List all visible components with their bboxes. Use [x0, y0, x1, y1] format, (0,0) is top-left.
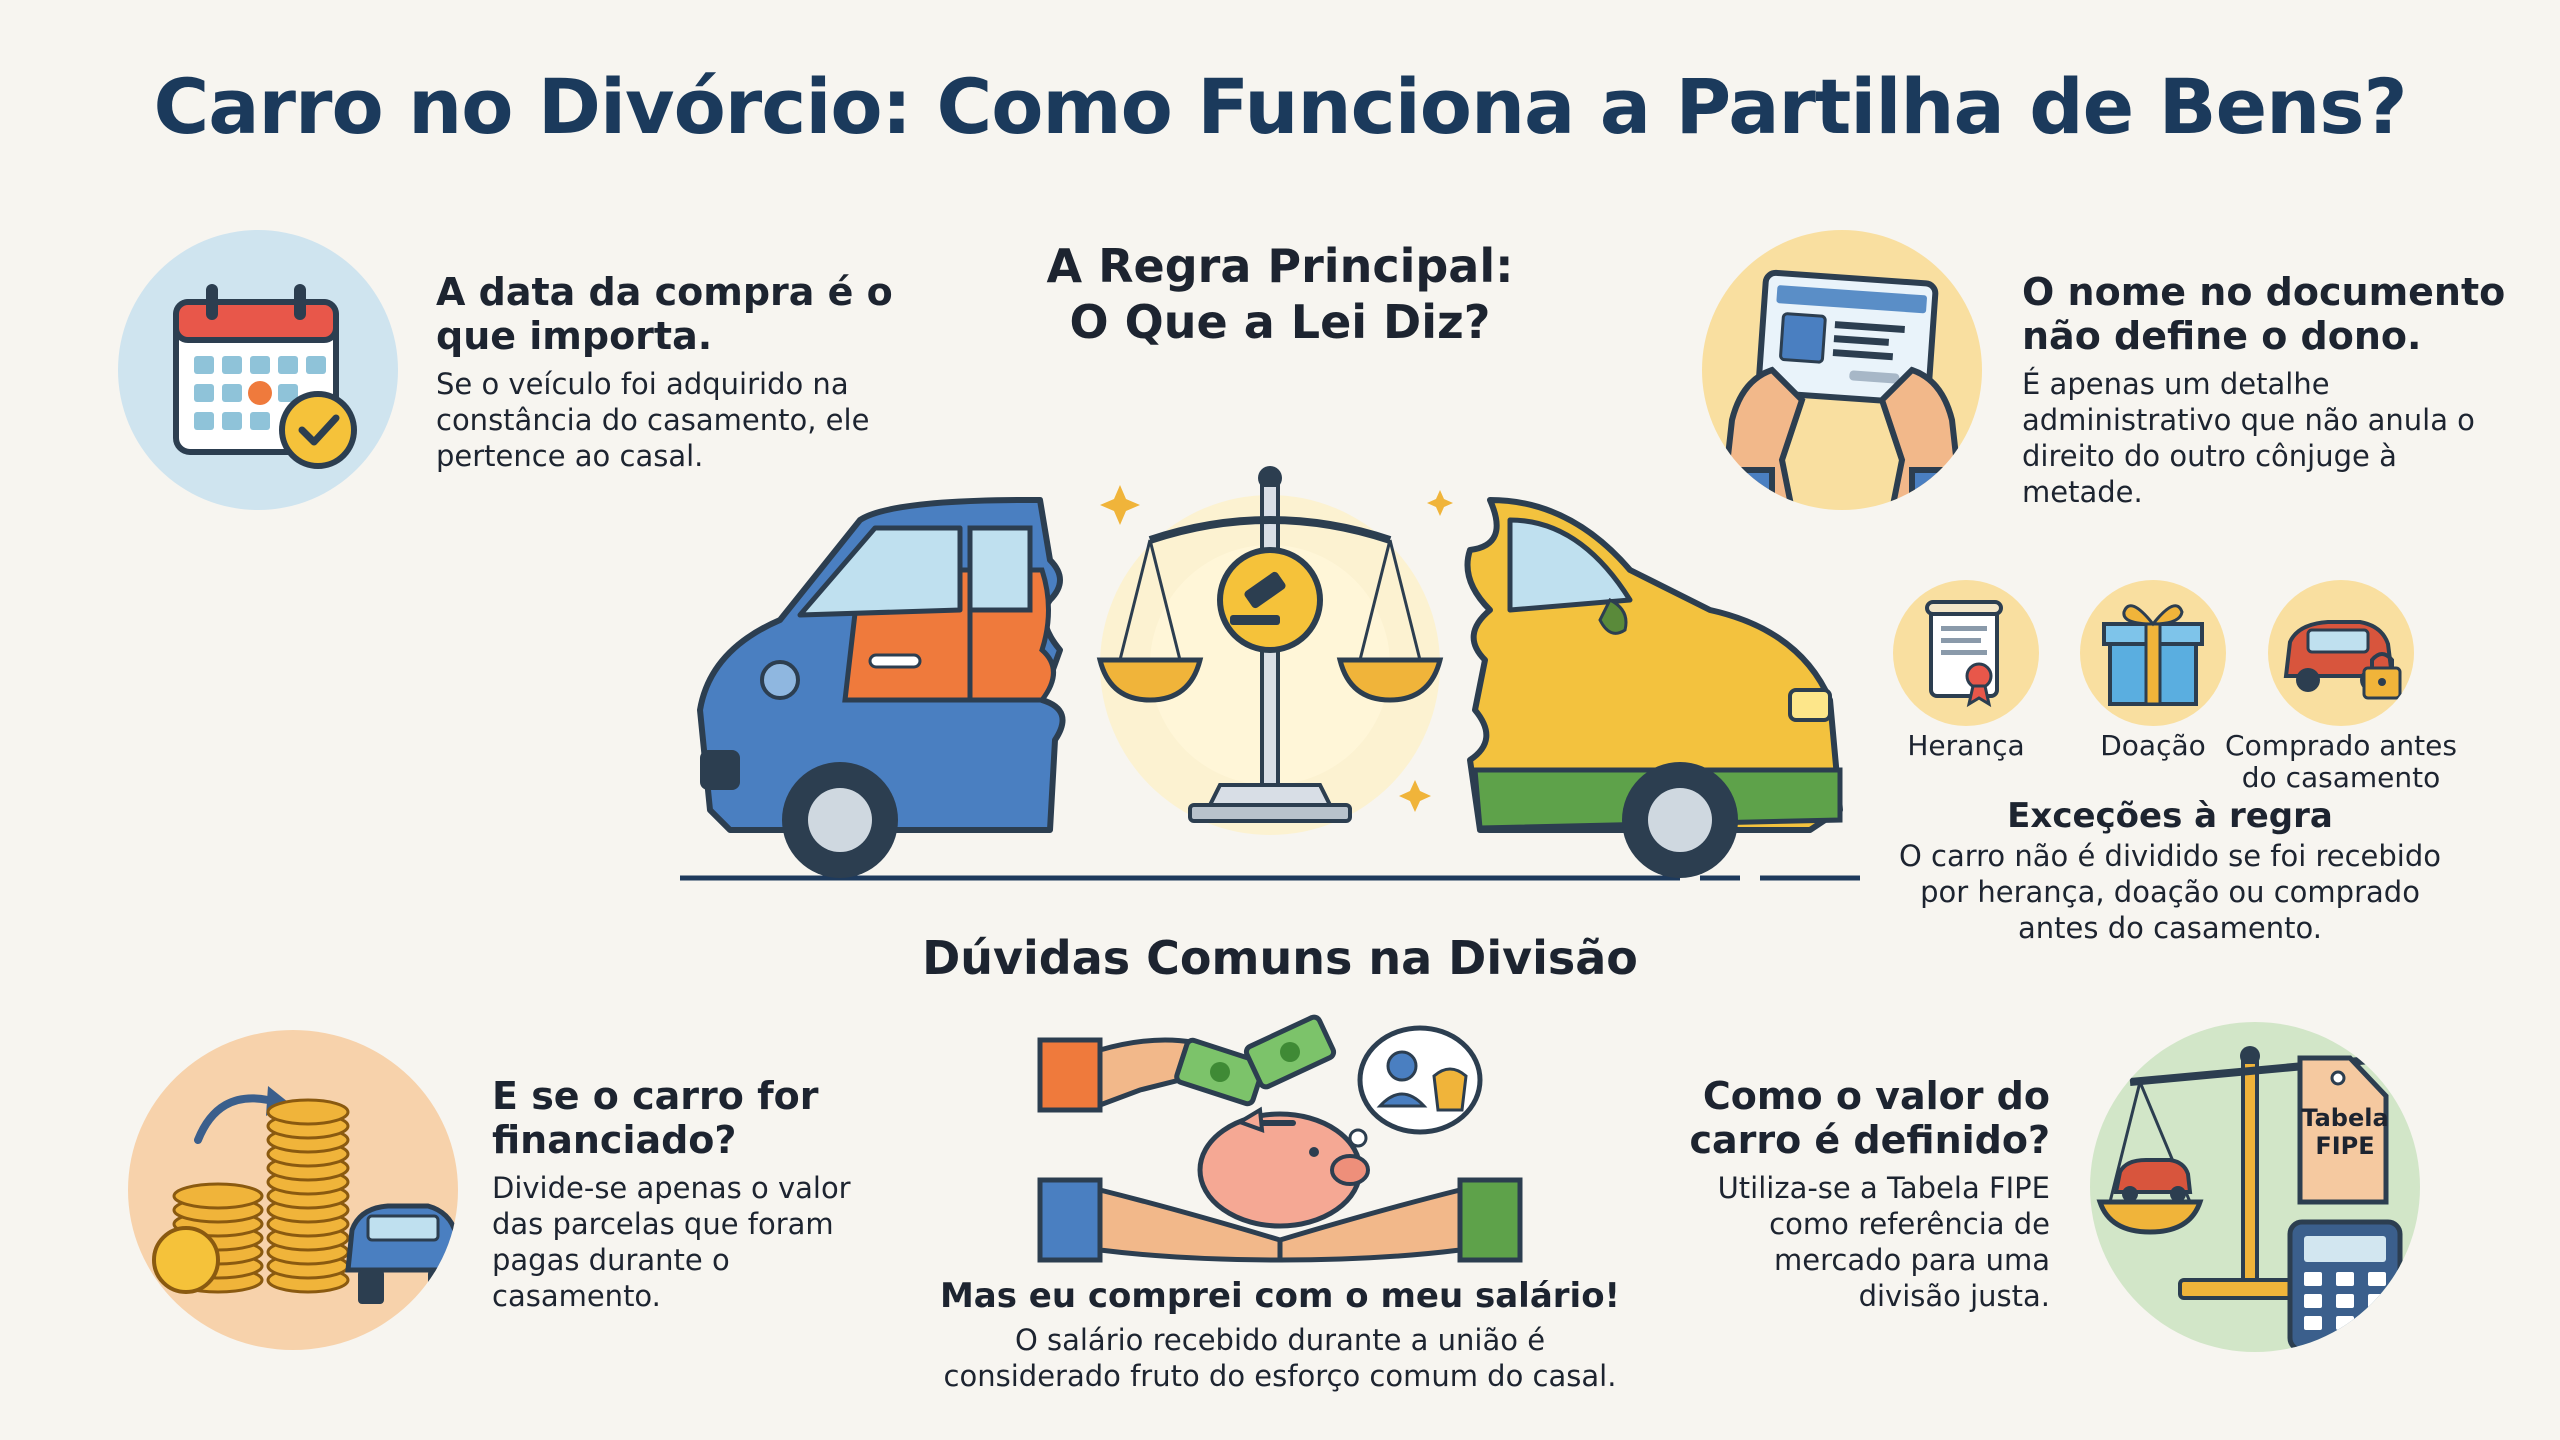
- split-car-illustration: [670, 450, 1870, 890]
- locked-car-icon: [2268, 580, 2414, 726]
- purchase-date-body: Se o veículo foi adquirido na constância…: [436, 367, 870, 473]
- fipe-tag-label: Tabela FIPE: [2301, 1104, 2389, 1160]
- exceptions-heading: Exceções à regra: [2007, 796, 2333, 836]
- main-rule-heading: A Regra Principal: O Que a Lei Diz?: [1046, 239, 1514, 349]
- exception-label-comprado-antes: Comprado antes do casamento: [2225, 729, 2457, 794]
- exception-label-doacao: Doação: [2100, 729, 2206, 762]
- salary-heading: Mas eu comprei com o meu salário!: [939, 1276, 1621, 1316]
- exception-label-heranca: Herança: [1907, 729, 2025, 762]
- scale-calculator-icon: [2090, 1022, 2420, 1352]
- value-body: Utiliza-se a Tabela FIPE como referência…: [1717, 1171, 2050, 1313]
- document-name-heading: O nome no documento não define o dono.: [2022, 270, 2506, 358]
- value-heading: Como o valor do carro é definido?: [1689, 1074, 2050, 1162]
- document-hands-icon: [1702, 230, 1982, 510]
- gift-icon: [2080, 580, 2226, 726]
- piggy-bank-icon: [1030, 1010, 1530, 1270]
- purchase-date-heading: A data da compra é o que importa.: [436, 270, 893, 358]
- coins-car-icon: [128, 1030, 458, 1350]
- page-title: Carro no Divórcio: Como Funciona a Parti…: [153, 62, 2407, 151]
- financed-body: Divide-se apenas o valor das parcelas qu…: [492, 1171, 851, 1313]
- document-name-body: É apenas um detalhe administrativo que n…: [2022, 367, 2475, 509]
- scroll-icon: [1893, 580, 2039, 726]
- salary-body: O salário recebido durante a união é con…: [943, 1323, 1617, 1393]
- common-doubts-heading: Dúvidas Comuns na Divisão: [922, 931, 1638, 985]
- financed-heading: E se o carro for financiado?: [492, 1074, 819, 1162]
- calendar-check-icon: [118, 230, 398, 510]
- exceptions-body: O carro não é dividido se foi recebido p…: [1898, 839, 2442, 945]
